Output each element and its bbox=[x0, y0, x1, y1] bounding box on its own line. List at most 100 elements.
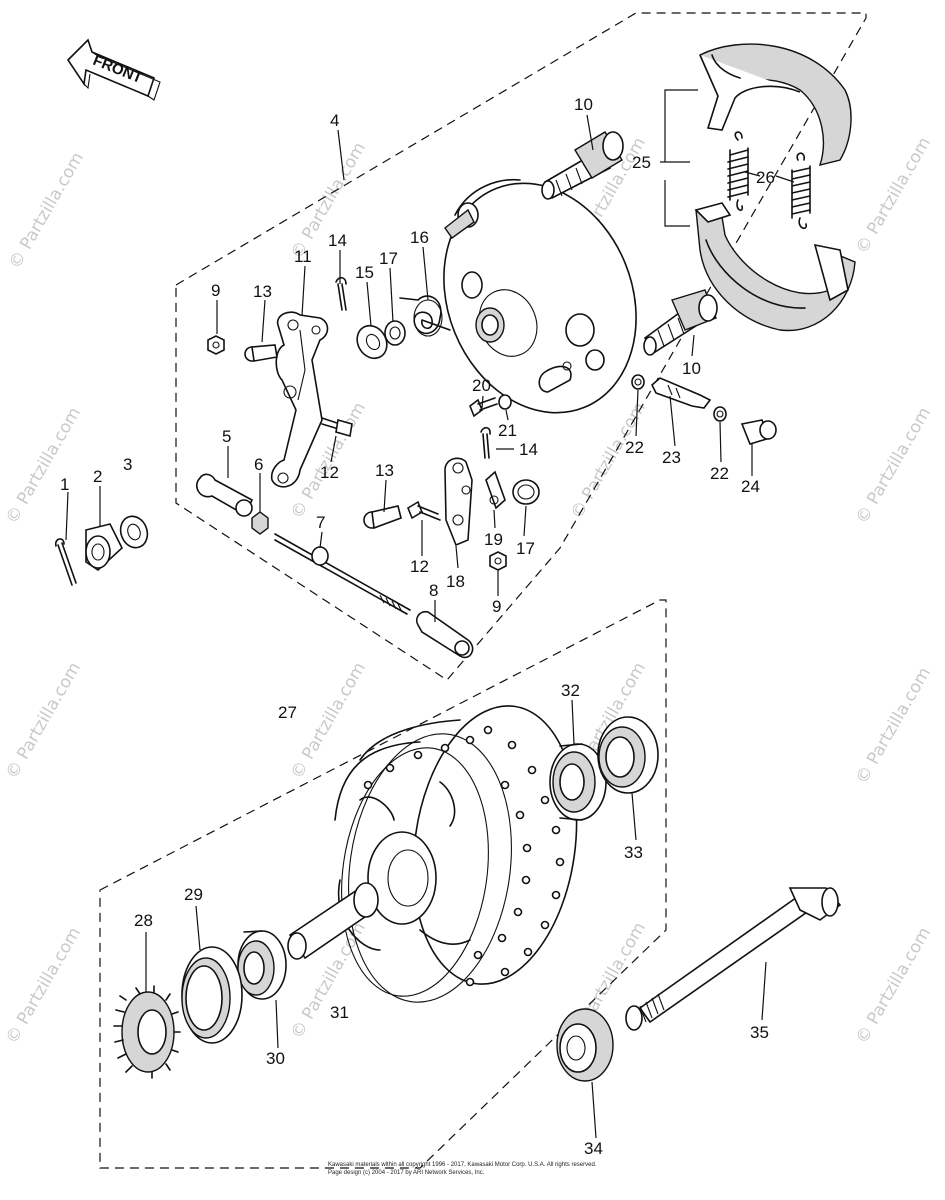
bolt-13-upper bbox=[244, 344, 278, 362]
copyright-footer: Kawasaki materials within all copyright … bbox=[328, 1162, 597, 1176]
callout-19: 19 bbox=[484, 530, 503, 549]
collar-17-upper bbox=[384, 320, 406, 346]
callout-20: 20 bbox=[472, 376, 491, 395]
plug-24 bbox=[740, 419, 777, 445]
cotter-pin-14a bbox=[335, 276, 347, 311]
spoke-holes bbox=[363, 725, 565, 987]
torsion-spring-16 bbox=[399, 295, 451, 337]
watermark: © Partzilla.com bbox=[2, 404, 85, 528]
washer-21 bbox=[498, 394, 512, 410]
washer-22-upper bbox=[631, 374, 645, 390]
callout-2: 2 bbox=[93, 467, 102, 486]
rod-end-5 bbox=[196, 473, 254, 517]
callout-4: 4 bbox=[330, 111, 339, 130]
bolt-20 bbox=[469, 397, 498, 418]
callout-8: 8 bbox=[429, 581, 438, 600]
brake-cam-lower bbox=[643, 289, 718, 356]
oil-seal-33 bbox=[597, 716, 659, 794]
brake-rod-7 bbox=[274, 533, 411, 615]
wear-indicator-23 bbox=[651, 377, 712, 409]
link-19 bbox=[485, 470, 506, 510]
nut-9-upper bbox=[207, 335, 225, 355]
watermark: © Partzilla.com bbox=[852, 924, 935, 1048]
front-axle-35 bbox=[625, 887, 842, 1031]
callout-13-lower: 13 bbox=[375, 461, 394, 480]
callout-9-lower: 9 bbox=[492, 597, 501, 616]
cotter-pin-1 bbox=[54, 538, 77, 586]
return-spring-right bbox=[791, 152, 811, 230]
callout-33: 33 bbox=[624, 843, 643, 862]
cam-lever-upper bbox=[270, 311, 329, 488]
lower-assembly-frame bbox=[99, 599, 667, 1169]
copyright-line-1: Kawasaki materials within all copyright … bbox=[328, 1162, 597, 1168]
brake-shoe-upper bbox=[699, 43, 852, 166]
callout-21: 21 bbox=[498, 421, 517, 440]
bearing-30 bbox=[237, 930, 287, 1000]
callout-28: 28 bbox=[134, 911, 153, 930]
callout-12-upper: 12 bbox=[320, 463, 339, 482]
callout-30: 30 bbox=[266, 1049, 285, 1068]
callout-12-lower: 12 bbox=[410, 557, 429, 576]
callout-1: 1 bbox=[60, 475, 69, 494]
callout-18: 18 bbox=[446, 572, 465, 591]
rod-end-8 bbox=[415, 610, 474, 659]
callout-22-upper: 22 bbox=[625, 438, 644, 457]
callout-34: 34 bbox=[584, 1139, 603, 1158]
leader-lines bbox=[65, 114, 795, 1139]
wheel-hub-27 bbox=[334, 705, 578, 1003]
front-arrow-icon: FRONT bbox=[66, 38, 161, 101]
callout-16: 16 bbox=[410, 228, 429, 247]
callout-9-upper: 9 bbox=[211, 281, 220, 300]
collar-17-lower bbox=[512, 479, 540, 505]
callout-32: 32 bbox=[561, 681, 580, 700]
bearing-32 bbox=[549, 743, 607, 821]
callout-15: 15 bbox=[355, 263, 374, 282]
bolt-12-upper bbox=[321, 417, 353, 438]
callout-35: 35 bbox=[750, 1023, 769, 1042]
bolt-13-lower bbox=[363, 505, 402, 530]
nut-9-lower bbox=[489, 551, 507, 571]
callout-31: 31 bbox=[330, 1003, 349, 1022]
return-spring-left bbox=[727, 131, 749, 212]
watermark: © Partzilla.com bbox=[5, 149, 88, 273]
watermark: © Partzilla.com bbox=[852, 134, 935, 258]
hub-spacer-31 bbox=[287, 882, 379, 960]
oil-seal-29 bbox=[181, 946, 243, 1044]
watermark: © Partzilla.com bbox=[567, 399, 650, 523]
brake-cam-upper bbox=[541, 131, 624, 200]
callout-23: 23 bbox=[662, 448, 681, 467]
cotter-pin-14b bbox=[480, 426, 491, 459]
upper-assembly-frame bbox=[175, 12, 867, 681]
callout-14-lower: 14 bbox=[519, 440, 538, 459]
axle-collar-34 bbox=[556, 1008, 614, 1082]
copyright-line-2: Page design (c) 2004 - 2017 by ARI Netwo… bbox=[328, 1170, 485, 1176]
watermark: © Partzilla.com bbox=[2, 659, 85, 783]
callout-13-upper: 13 bbox=[253, 282, 272, 301]
nut-6 bbox=[251, 511, 269, 535]
callout-10-upper: 10 bbox=[574, 95, 593, 114]
callout-25: 25 bbox=[632, 153, 651, 172]
callout-6: 6 bbox=[254, 455, 263, 474]
callout-7: 7 bbox=[316, 513, 325, 532]
washer-22-lower bbox=[713, 406, 727, 422]
watermark: © Partzilla.com bbox=[852, 404, 935, 528]
washer-15 bbox=[356, 324, 388, 360]
sprocket-gear-28 bbox=[113, 985, 181, 1079]
callout-labels: 1 2 3 4 5 6 7 8 9 9 10 10 11 12 12 13 13… bbox=[60, 95, 775, 1158]
callout-11: 11 bbox=[294, 247, 312, 266]
callout-26: 26 bbox=[756, 168, 775, 187]
castle-nut-2 bbox=[85, 523, 123, 572]
watermark: © Partzilla.com bbox=[2, 924, 85, 1048]
callout-3: 3 bbox=[123, 455, 132, 474]
bolt-12-lower bbox=[407, 500, 441, 521]
callout-5: 5 bbox=[222, 427, 231, 446]
brake-panel bbox=[443, 178, 637, 414]
brake-shoe-lower bbox=[694, 202, 856, 332]
callout-22-lower: 22 bbox=[710, 464, 729, 483]
callout-17-lower: 17 bbox=[516, 539, 535, 558]
callout-10-lower: 10 bbox=[682, 359, 701, 378]
cam-lever-lower bbox=[444, 457, 473, 547]
callout-29: 29 bbox=[184, 885, 203, 904]
callout-27: 27 bbox=[278, 703, 297, 722]
